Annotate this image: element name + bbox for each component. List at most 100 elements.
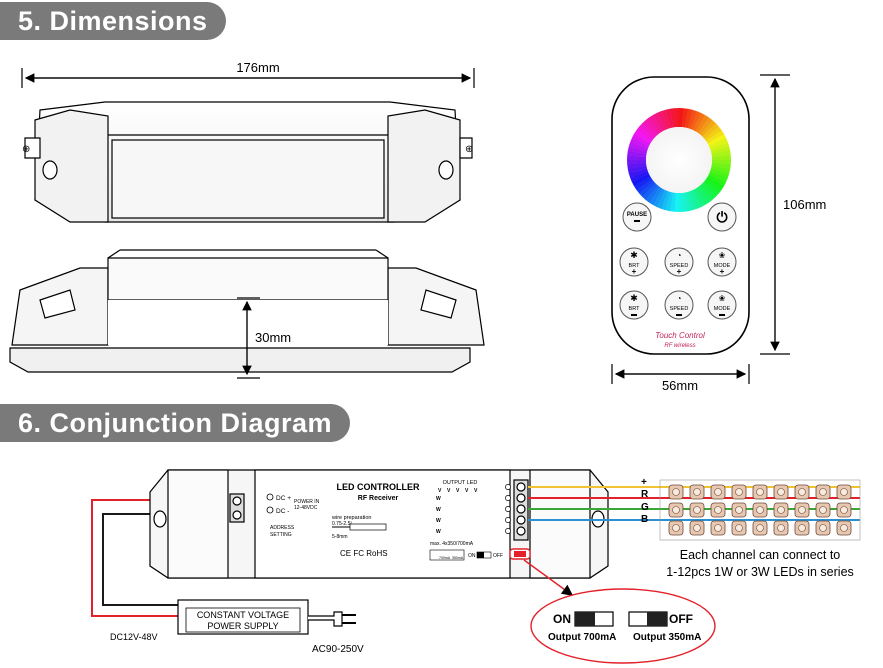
remote-brand-line1: Touch Control — [655, 331, 705, 340]
cert-marks: CE FC RoHS — [340, 549, 388, 558]
color-wheel-segment — [711, 162, 731, 170]
sun-icon: ✱ — [630, 293, 638, 303]
led-lens — [777, 488, 785, 496]
color-wheel-segment — [633, 129, 653, 144]
wire-size-label: 0.75-2.5² — [332, 521, 352, 527]
color-wheel-segment — [627, 162, 647, 170]
led-board — [659, 479, 861, 541]
psu-line2: POWER SUPPLY — [207, 621, 278, 631]
pause-button-label: PAUSE — [627, 212, 647, 218]
callout-on-label: ON — [553, 612, 571, 626]
led-lens — [798, 488, 806, 496]
mode-down-button[interactable]: ❀ MODE — [707, 290, 737, 320]
color-wheel-segment — [652, 188, 666, 208]
color-wheel-segment — [702, 181, 719, 197]
color-wheel-segment — [690, 189, 701, 209]
led-lens — [693, 488, 701, 496]
switch-mA-on-label: 700mA — [439, 556, 451, 560]
led-lens — [798, 524, 806, 532]
output-terminal-dot — [505, 495, 511, 501]
speed-down-button[interactable]: ◔ SPEED — [664, 290, 694, 320]
dimension-length: 176mm — [21, 60, 475, 88]
led-lens — [714, 488, 722, 496]
led-lens — [693, 524, 701, 532]
output-grid-header: V — [465, 488, 469, 494]
section-title-dimensions: 5. Dimensions — [0, 2, 226, 40]
color-wheel-segment — [648, 186, 663, 206]
color-wheel-segment — [665, 108, 674, 129]
led-lens — [840, 524, 848, 532]
output-terminal-dot — [505, 528, 511, 534]
dimension-length-label: 176mm — [236, 60, 279, 75]
color-wheel-segment — [700, 120, 716, 137]
color-wheel-segment — [627, 159, 647, 165]
color-wheel-segment — [631, 133, 651, 147]
color-wheel-segment — [642, 120, 658, 137]
color-wheel-segment — [636, 178, 654, 194]
color-wheel-segment — [627, 146, 648, 155]
led-lens — [756, 488, 764, 496]
color-wheel-segment — [661, 109, 671, 129]
color-wheel-segment — [669, 192, 677, 212]
power-range-label: 12-48VDC — [294, 505, 318, 511]
color-wheel-segment — [649, 114, 663, 133]
power-button[interactable]: ⏻ — [707, 202, 737, 232]
color-wheel-segment — [707, 173, 727, 187]
switch-mA-off-label: 350mA — [452, 556, 464, 560]
mode-label: MODE — [714, 306, 731, 312]
output-grid-header: V — [474, 488, 478, 494]
brt-label: BRT — [629, 263, 641, 269]
color-wheel-segment — [711, 160, 731, 165]
note-line2: 1-12pcs 1W or 3W LEDs in series — [666, 565, 854, 579]
plus-icon: + — [632, 267, 637, 276]
output-grid-row: W — [436, 507, 441, 513]
color-wheel-segment — [665, 191, 674, 212]
callout-off-output: Output 350mA — [633, 632, 701, 643]
speed-label: SPEED — [670, 263, 689, 269]
color-wheel-segment — [687, 191, 697, 211]
dip-switch[interactable] — [509, 548, 531, 560]
color-wheel-segment — [678, 192, 684, 212]
output-grid-header: V — [438, 488, 442, 494]
color-wheel-segment — [711, 155, 731, 161]
led-lens — [777, 524, 785, 532]
mode-icon: ❀ — [719, 251, 726, 260]
color-wheel-segment — [628, 142, 649, 152]
color-wheel-segment — [657, 111, 668, 131]
brightness-up-button[interactable]: ✱ BRT + — [619, 247, 649, 277]
color-wheel-segment — [656, 189, 668, 209]
max-rating-label: max. 4x350/700mA — [430, 541, 474, 547]
color-wheel-segment — [692, 188, 705, 208]
color-wheel-segment — [710, 146, 731, 155]
led-lens — [735, 524, 743, 532]
pause-button[interactable]: PAUSE — [622, 202, 652, 232]
color-wheel-segment — [639, 181, 656, 197]
output-terminal-dot — [505, 506, 511, 512]
color-wheel-segment — [628, 168, 648, 178]
speed-up-button[interactable]: ◔ SPEED + — [664, 247, 694, 277]
color-wheel-segment — [700, 183, 716, 200]
brt-label: BRT — [629, 306, 641, 312]
power-icon: ⏻ — [716, 209, 727, 225]
color-wheel-segment — [639, 123, 656, 139]
led-lens — [756, 506, 764, 514]
color-wheel-segment — [633, 176, 652, 190]
color-wheel-segment — [702, 123, 719, 139]
color-wheel-segment — [674, 192, 679, 212]
dimension-remote-height: 106mm — [760, 74, 826, 355]
mode-up-button[interactable]: ❀ MODE + — [707, 247, 737, 277]
output-terminal-dot — [505, 484, 511, 490]
led-lens — [693, 506, 701, 514]
led-lens — [714, 524, 722, 532]
dc-plus-label: DC + — [276, 495, 291, 502]
color-wheel-segment — [711, 150, 731, 158]
output-grid-header: V — [447, 488, 451, 494]
led-array — [659, 479, 861, 541]
color-wheel-segment — [681, 108, 689, 128]
note-line1: Each channel can connect to — [680, 548, 841, 562]
address-label: ADDRESS — [270, 525, 295, 531]
color-wheel-segment — [684, 191, 693, 212]
color-wheel-segment — [645, 185, 661, 203]
brightness-down-button[interactable]: ✱ BRT — [619, 290, 649, 320]
